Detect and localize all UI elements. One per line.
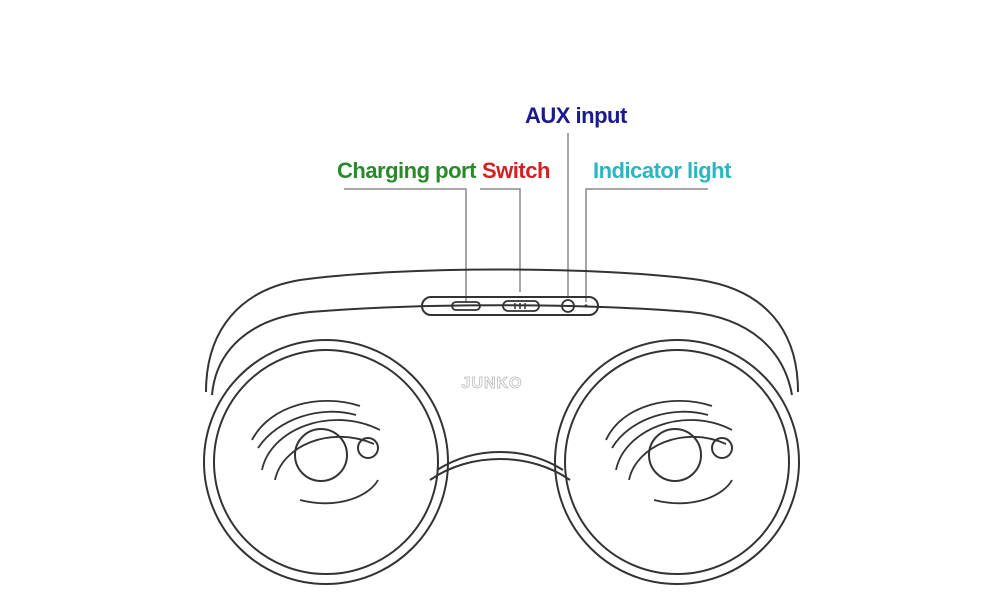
label-charging-port: Charging port: [337, 158, 477, 183]
indicator-light-dot: [584, 304, 588, 308]
leader-charging-port: [344, 188, 467, 302]
left-driver: [203, 339, 449, 585]
control-panel: [421, 296, 599, 316]
leader-lines: [344, 133, 708, 302]
label-switch: Switch: [482, 158, 550, 183]
charging-port-slot: [451, 301, 481, 311]
leader-switch: [480, 188, 521, 292]
speaker-outer-shell: [205, 268, 799, 393]
right-driver: [554, 339, 800, 585]
speaker-inner-rim: [211, 304, 793, 396]
label-indicator-light: Indicator light: [593, 158, 732, 183]
switch-slot: [502, 300, 540, 312]
speaker-bridge-inner: [436, 451, 564, 471]
aux-jack: [561, 299, 575, 313]
brand-logo: JUNKO: [461, 375, 522, 392]
leader-indicator-light: [585, 188, 708, 302]
speaker-body: [203, 268, 800, 585]
label-aux-input: AUX input: [525, 103, 628, 128]
